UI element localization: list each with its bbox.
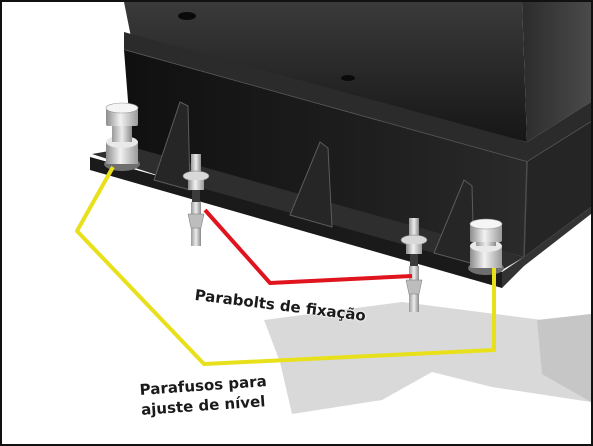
body-edge xyxy=(523,161,528,258)
leveling-bolt-right xyxy=(468,218,504,275)
top-hole xyxy=(341,75,355,81)
gusset-ribs xyxy=(153,101,475,265)
anchor-bolts-leader xyxy=(203,208,413,285)
base-plate-side xyxy=(502,207,591,288)
machine-upper-side xyxy=(522,2,591,142)
leveling-screws-leader xyxy=(75,166,496,366)
floor-shadow-dark xyxy=(537,314,591,402)
machine-lower-side xyxy=(524,122,591,257)
machine-upper-front xyxy=(124,2,527,142)
machine-lid xyxy=(124,32,591,162)
upper-hole xyxy=(178,12,196,20)
floor-shadow xyxy=(264,302,591,414)
anchor-bolt-left xyxy=(182,154,210,246)
leveling-bolt-left xyxy=(104,102,140,171)
anchor-bolt-right xyxy=(400,218,428,312)
